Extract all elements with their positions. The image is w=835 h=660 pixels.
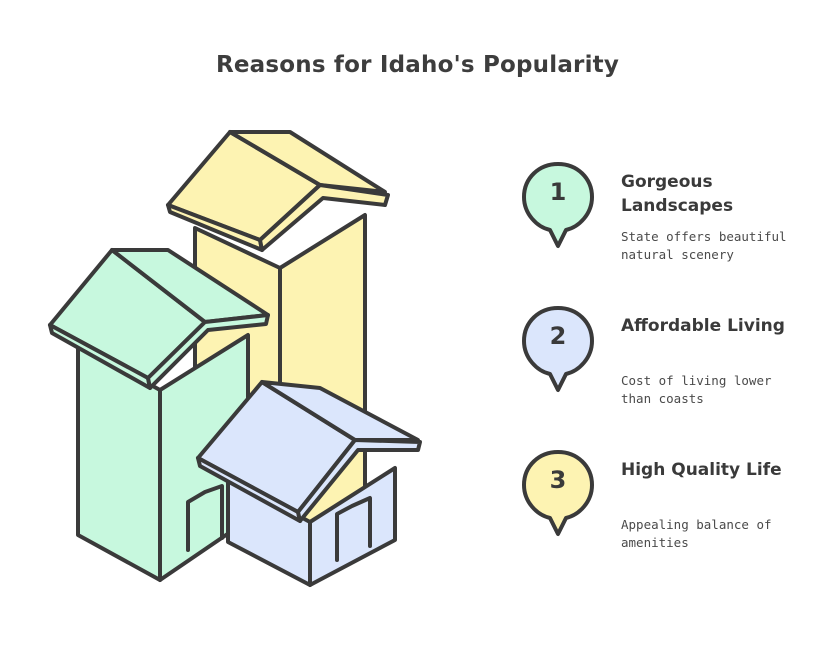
number-pin-1 (522, 162, 594, 248)
reason-item-3: 3 High Quality Life Appealing balance of… (518, 448, 818, 568)
number-pin-3 (522, 450, 594, 536)
reason-title-1: Gorgeous Landscapes (621, 172, 734, 216)
reason-title-2: Affordable Living (621, 316, 785, 336)
page-title: Reasons for Idaho's Popularity (215, 52, 620, 78)
reason-item-2: 2 Affordable Living Cost of living lower… (518, 304, 818, 424)
number-pin-2 (522, 306, 594, 392)
pin-shape-3 (522, 450, 594, 536)
green-house-roof-lip (146, 313, 270, 390)
pin-number-1: 1 (549, 178, 567, 206)
yellow-house-roof-back (228, 130, 387, 194)
reason-description-1: State offers beautiful natural scenery (621, 229, 787, 262)
pin-shape-2 (522, 306, 594, 392)
reason-description-2: Cost of living lower than coasts (621, 373, 772, 406)
yellow-house-roof-lip (258, 183, 390, 252)
reason-item-1: 1 Gorgeous Landscapes State offers beaut… (518, 160, 818, 280)
blue-house-body-side (308, 466, 397, 587)
green-house-door (186, 484, 224, 552)
reason-title-3: High Quality Life (621, 460, 782, 480)
pin-number-3: 3 (549, 466, 567, 494)
green-house (48, 248, 270, 582)
blue-house-door (335, 496, 372, 562)
reason-description-3: Appealing balance of amenities (621, 517, 772, 550)
blue-house-roof-lip (296, 438, 422, 523)
pin-number-2: 2 (549, 322, 567, 350)
blue-house (196, 380, 422, 587)
pin-shape-1 (522, 162, 594, 248)
